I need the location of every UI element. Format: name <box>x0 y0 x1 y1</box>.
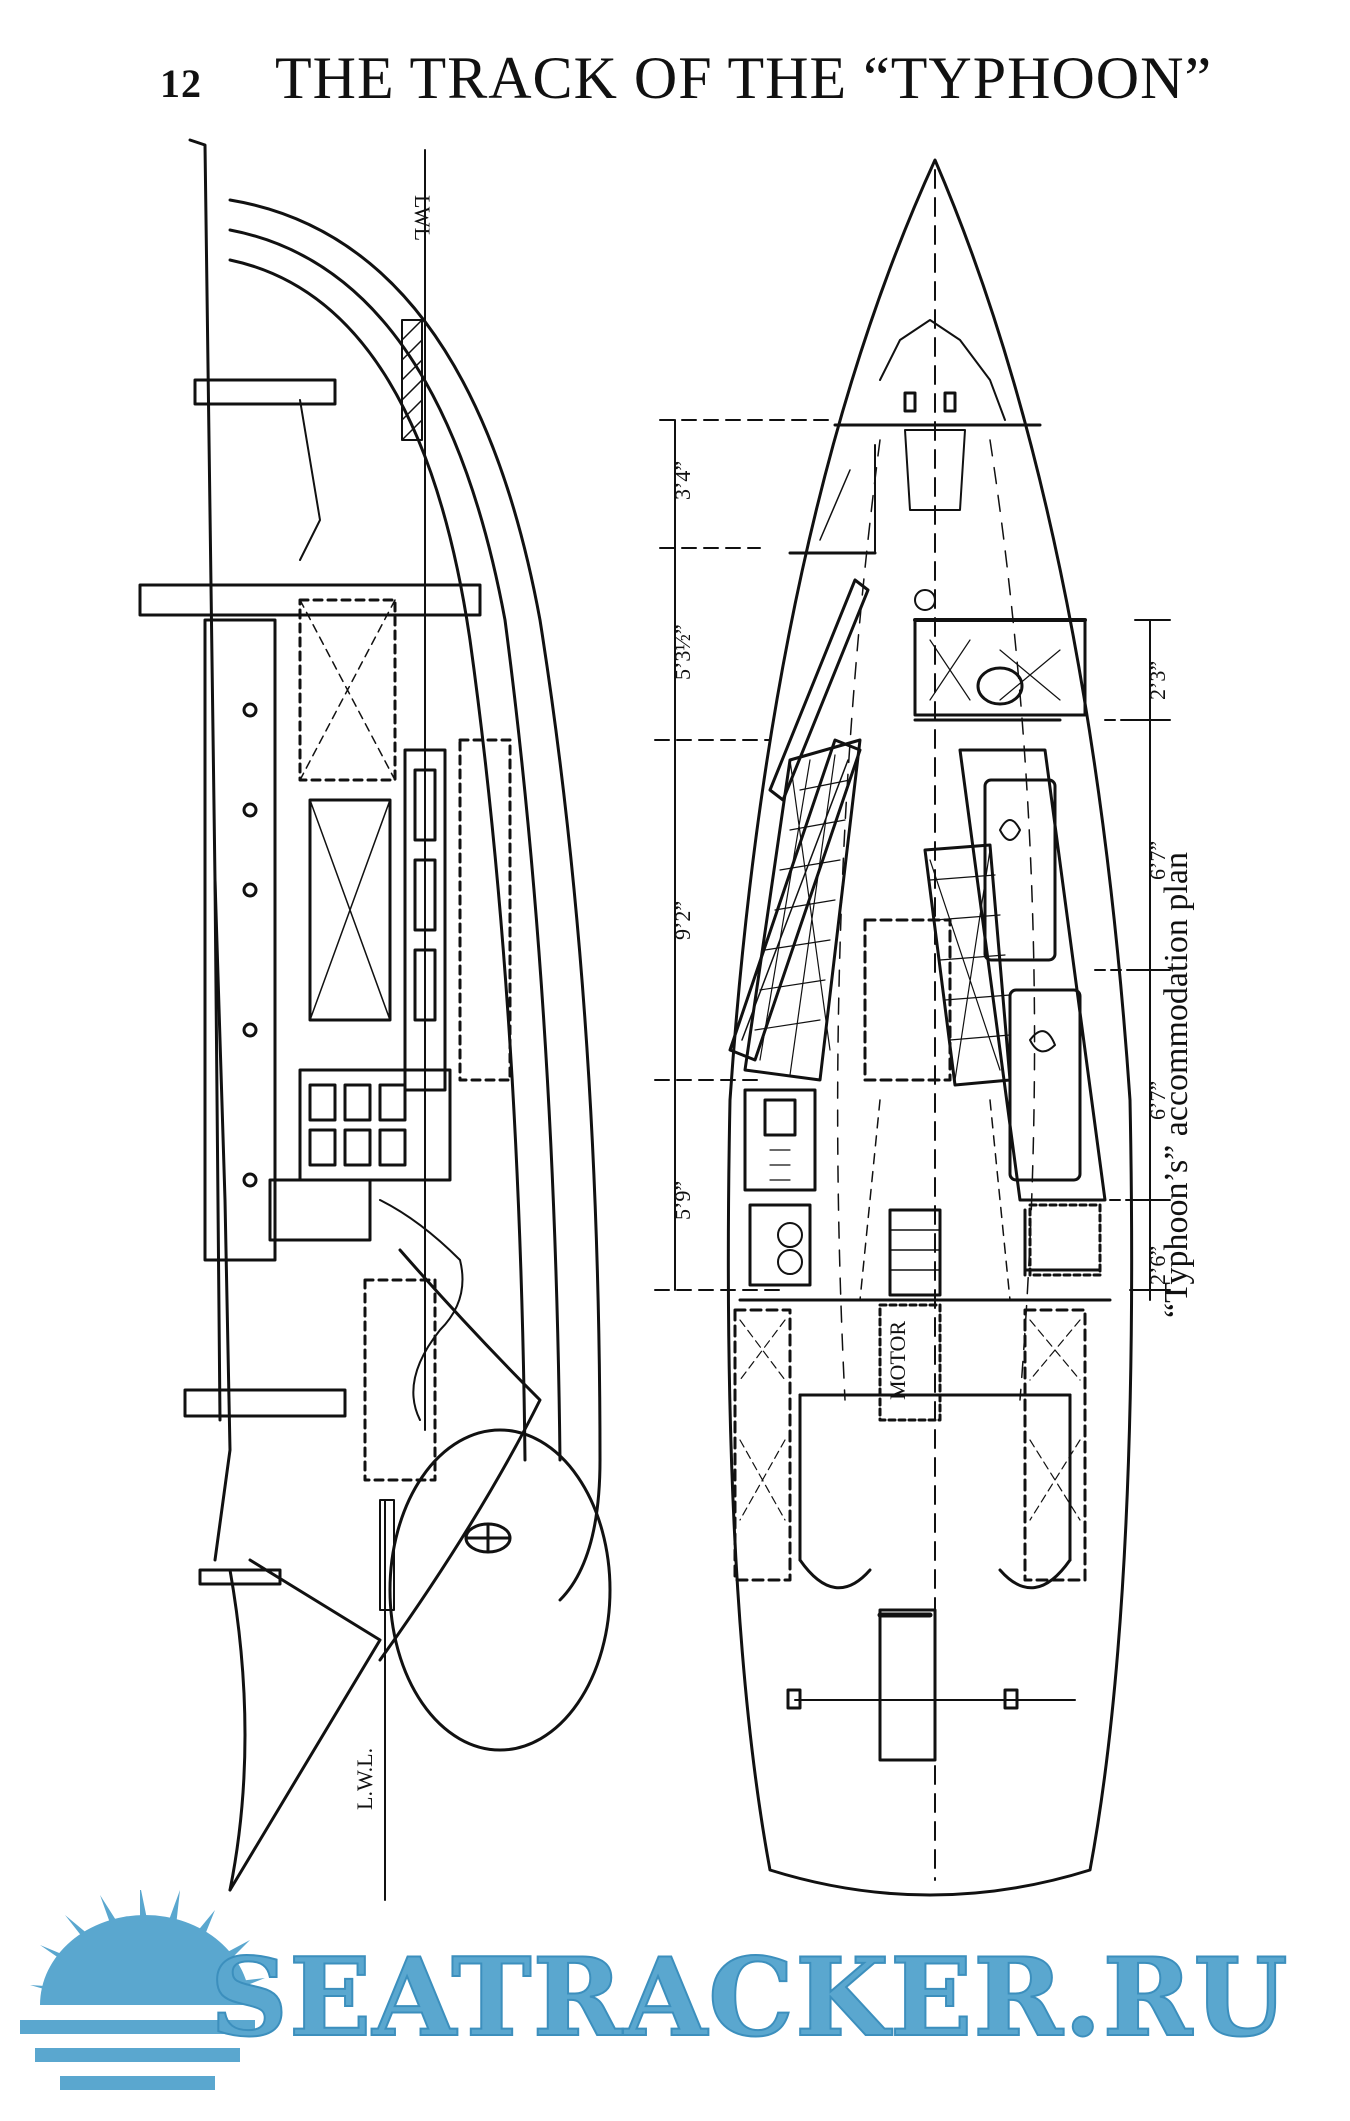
profile-view <box>138 138 612 1901</box>
watermark-text: SEATRACKER.RU <box>209 1934 1289 2062</box>
dimension-right-4: 2’6” <box>1145 1246 1170 1285</box>
dimension-lines <box>654 419 1171 1301</box>
dimension-right-2: 6’7” <box>1145 841 1170 880</box>
dimension-left-2: 5’3½” <box>670 624 695 680</box>
lwl-label-bottom: L.W.L. <box>352 1748 377 1810</box>
running-title: THE TRACK OF THE “TYPHOON” <box>275 45 1213 111</box>
motor-label: MOTOR <box>885 1321 910 1400</box>
page-number: 12 <box>160 61 202 106</box>
dimension-left-3: 9’2” <box>670 901 695 940</box>
dimension-right-1: 2’3” <box>1145 661 1170 700</box>
page-header: 12 THE TRACK OF THE “TYPHOON” <box>150 40 1211 130</box>
dimension-right-3: 6’7” <box>1145 1081 1170 1120</box>
sun-icon <box>20 1890 265 2090</box>
dimension-left-1: 3’4” <box>670 461 695 500</box>
watermark-logo <box>20 1890 265 2090</box>
figure-caption: “Typhoon’s” accommodation plan <box>1158 852 1195 1318</box>
plan-view <box>726 158 1134 1897</box>
lwl-label-top: LWL <box>410 195 435 241</box>
dimension-left-4: 5’9” <box>670 1181 695 1220</box>
